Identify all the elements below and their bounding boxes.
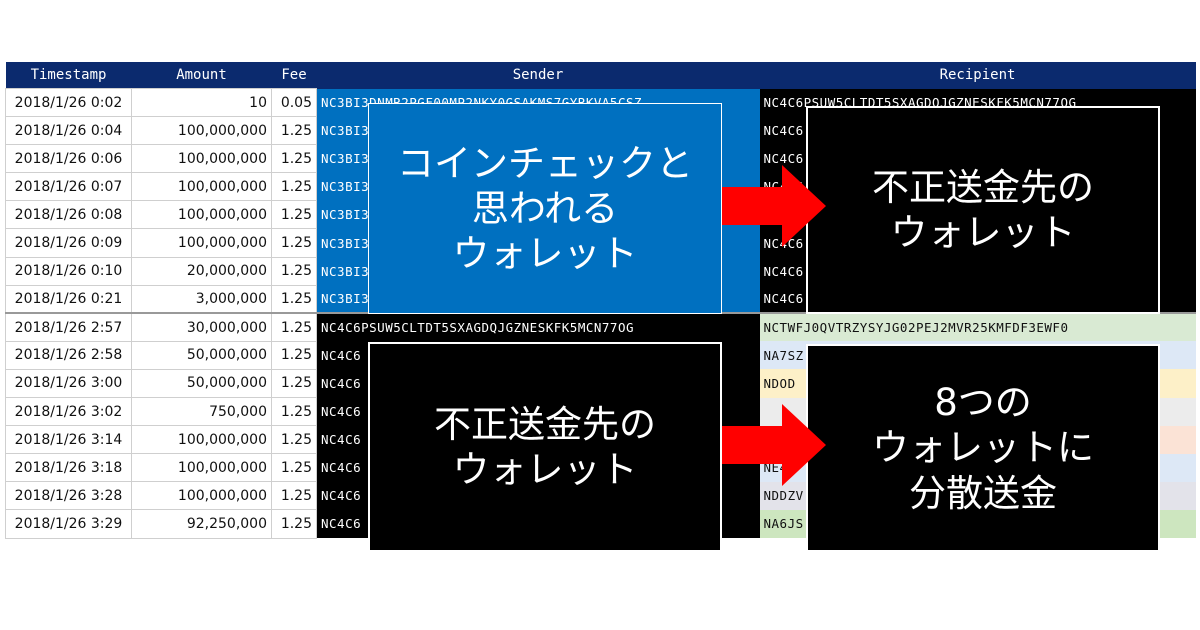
cell-fee: 1.25 <box>271 509 317 539</box>
cell-amount: 100,000,000 <box>131 228 272 258</box>
header-amount: Amount <box>131 62 272 89</box>
cell-amount: 20,000,000 <box>131 256 272 286</box>
cell-timestamp: 2018/1/26 3:28 <box>5 481 132 511</box>
header-fee: Fee <box>271 62 317 89</box>
cell-timestamp: 2018/1/26 3:18 <box>5 453 132 483</box>
cell-fee: 1.25 <box>271 453 317 483</box>
cell-amount: 100,000,000 <box>131 453 272 483</box>
cell-fee: 1.25 <box>271 144 317 174</box>
coincheck-wallet-callout: コインチェックと 思われる ウォレット <box>368 103 722 314</box>
cell-fee: 1.25 <box>271 481 317 511</box>
cell-timestamp: 2018/1/26 0:07 <box>5 172 132 202</box>
cell-amount: 92,250,000 <box>131 509 272 539</box>
cell-timestamp: 2018/1/26 3:02 <box>5 397 132 427</box>
fraud-wallet-callout-top: 不正送金先の ウォレット <box>806 106 1160 314</box>
cell-amount: 50,000,000 <box>131 368 272 399</box>
cell-sender: NC4C6PSUW5CLTDT5SXAGDQJGZNESKFK5MCN77OG <box>316 312 760 342</box>
header-recipient: Recipient <box>759 62 1196 89</box>
cell-amount: 10 <box>131 87 272 118</box>
callout-line: ウォレット <box>452 448 638 491</box>
cell-timestamp: 2018/1/26 2:57 <box>5 312 132 342</box>
cell-fee: 1.25 <box>271 256 317 286</box>
callout-line: ウォレットに <box>872 426 1094 470</box>
cell-amount: 100,000,000 <box>131 116 272 146</box>
cell-timestamp: 2018/1/26 3:14 <box>5 425 132 455</box>
right-arrow-icon <box>722 165 826 247</box>
cell-amount: 100,000,000 <box>131 172 272 202</box>
callout-line: 不正送金先の <box>872 165 1094 209</box>
cell-fee: 1.25 <box>271 172 317 202</box>
callout-line: コインチェックと <box>397 141 693 185</box>
fraud-wallet-callout-bottom: 不正送金先の ウォレット <box>368 342 722 552</box>
cell-timestamp: 2018/1/26 0:08 <box>5 200 132 230</box>
cell-timestamp: 2018/1/26 0:02 <box>5 87 132 118</box>
cell-timestamp: 2018/1/26 0:10 <box>5 256 132 286</box>
callout-line: ウォレット <box>452 232 638 276</box>
cell-amount: 3,000,000 <box>131 284 272 314</box>
cell-fee: 1.25 <box>271 200 317 230</box>
cell-amount: 100,000,000 <box>131 425 272 455</box>
callout-line: 分散送金 <box>909 471 1057 515</box>
cell-fee: 1.25 <box>271 368 317 399</box>
cell-fee: 1.25 <box>271 312 317 342</box>
cell-timestamp: 2018/1/26 3:29 <box>5 509 132 539</box>
cell-fee: 1.25 <box>271 116 317 146</box>
cell-amount: 750,000 <box>131 397 272 427</box>
header-sender: Sender <box>316 62 760 89</box>
cell-timestamp: 2018/1/26 0:06 <box>5 144 132 174</box>
cell-fee: 1.25 <box>271 397 317 427</box>
cell-amount: 30,000,000 <box>131 312 272 342</box>
cell-timestamp: 2018/1/26 0:21 <box>5 284 132 314</box>
cell-fee: 1.25 <box>271 228 317 258</box>
cell-timestamp: 2018/1/26 0:09 <box>5 228 132 258</box>
dispersed-wallets-callout: 8つの ウォレットに 分散送金 <box>806 344 1160 552</box>
cell-amount: 100,000,000 <box>131 144 272 174</box>
cell-fee: 1.25 <box>271 284 317 314</box>
table-header-row: Timestamp Amount Fee Sender Recipient <box>5 62 1196 89</box>
cell-recipient: NCTWFJ0QVTRZYSYJG02PEJ2MVR25KMFDF3EWF0 <box>759 312 1196 342</box>
cell-amount: 100,000,000 <box>131 200 272 230</box>
cell-fee: 1.25 <box>271 340 317 370</box>
cell-timestamp: 2018/1/26 3:00 <box>5 368 132 399</box>
callout-line: 思われる <box>471 186 619 230</box>
cell-amount: 100,000,000 <box>131 481 272 511</box>
cell-fee: 0.05 <box>271 87 317 118</box>
cell-timestamp: 2018/1/26 2:58 <box>5 340 132 370</box>
right-arrow-icon <box>722 404 826 486</box>
header-timestamp: Timestamp <box>5 62 132 89</box>
callout-line: ウォレット <box>890 211 1076 254</box>
cell-timestamp: 2018/1/26 0:04 <box>5 116 132 146</box>
cell-fee: 1.25 <box>271 425 317 455</box>
callout-line: 不正送金先の <box>434 402 656 446</box>
cell-amount: 50,000,000 <box>131 340 272 370</box>
callout-line: 8つの <box>934 381 1032 425</box>
